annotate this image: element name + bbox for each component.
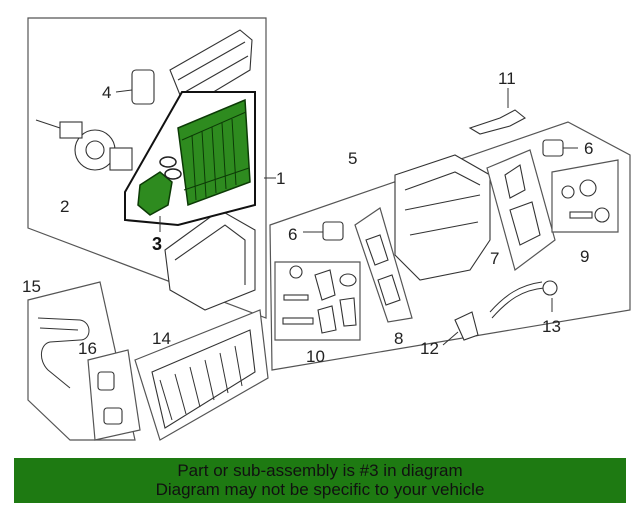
callout-6-left: 6 (288, 225, 297, 244)
callout-1: 1 (276, 169, 285, 188)
o-ring (164, 168, 182, 180)
expansion-valve (137, 171, 173, 216)
callout-11: 11 (498, 69, 516, 88)
callout-14: 14 (152, 329, 171, 348)
callout-6-right: 6 (584, 139, 593, 158)
part-4-shape (131, 69, 155, 105)
banner-line-2: Diagram may not be specific to your vehi… (155, 480, 485, 499)
callout-8: 8 (394, 329, 403, 348)
banner-line-1: Part or sub-assembly is #3 in diagram (177, 461, 463, 480)
part-11-sensor (468, 88, 526, 135)
panel-evaporator-group (27, 17, 276, 319)
callout-9: 9 (580, 247, 589, 266)
callout-7: 7 (490, 249, 499, 268)
panel-hvac-case-group (269, 121, 631, 371)
callout-16: 16 (78, 339, 97, 358)
callout-13: 13 (542, 317, 561, 336)
highlight-box-3 (124, 91, 256, 227)
callout-5: 5 (348, 149, 357, 168)
callout-labels: 1 2 3 4 5 6 6 7 8 9 10 11 12 13 14 15 16 (22, 69, 593, 366)
evaporator-core (177, 98, 251, 207)
info-banner: Part or sub-assembly is #3 in diagram Di… (14, 458, 626, 503)
bracket-part (35, 119, 133, 171)
callout-2: 2 (60, 197, 69, 216)
callout-3: 3 (152, 234, 162, 254)
callout-15: 15 (22, 277, 41, 296)
callout-10: 10 (306, 347, 325, 366)
o-ring (159, 156, 177, 168)
callout-4: 4 (102, 83, 111, 102)
part-12-duct (454, 311, 479, 341)
panel-heater-core (134, 309, 269, 441)
callout-12: 12 (420, 339, 439, 358)
part-13-hose (489, 280, 558, 319)
panel-heater-hose-group (27, 281, 141, 441)
hvac-case (394, 154, 491, 281)
